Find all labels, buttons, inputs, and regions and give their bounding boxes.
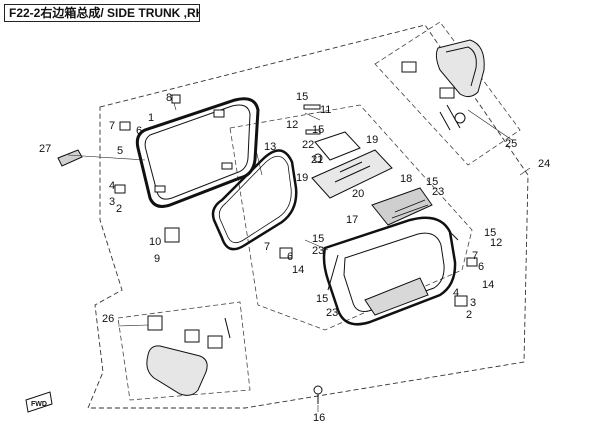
callout-15-f: 15 [316, 293, 328, 305]
assembly-boundary [87, 24, 529, 409]
callout-9: 9 [154, 253, 160, 265]
fwd-arrow-icon: FWD [25, 391, 53, 413]
diagram-title: F22-2右边箱总成/ SIDE TRUNK ,RH [4, 4, 200, 22]
callout-21: 21 [311, 154, 323, 166]
callout-15-d: 15 [312, 233, 324, 245]
callout-14: 14 [292, 264, 304, 276]
callout-5: 5 [117, 145, 123, 157]
callout-15-c: 15 [426, 176, 438, 188]
callout-3-b: 3 [470, 297, 476, 309]
callout-2: 2 [116, 203, 122, 215]
callout-7-b: 7 [264, 241, 270, 253]
callout-19-b: 19 [296, 172, 308, 184]
lock-assembly-box-25 [374, 21, 521, 166]
callout-8: 8 [166, 92, 172, 104]
callout-25: 25 [505, 138, 517, 150]
callout-labels: 1 2 3 4 5 6 7 8 9 10 11 12 13 14 15 16 1… [39, 91, 550, 424]
lock-part-25 [401, 39, 485, 131]
callout-10: 10 [149, 236, 161, 248]
callout-24: 24 [538, 158, 550, 170]
callout-12: 12 [286, 119, 298, 131]
callout-22: 22 [302, 139, 314, 151]
callout-6-c: 6 [478, 261, 484, 273]
callout-1: 1 [148, 112, 154, 124]
callout-4: 4 [109, 180, 115, 192]
callout-23: 23 [432, 186, 444, 198]
callout-13: 13 [264, 141, 276, 153]
trunk-body [322, 187, 459, 326]
callout-6: 6 [136, 125, 142, 137]
lock-part-26 [146, 315, 231, 396]
callout-27: 27 [39, 143, 51, 155]
fwd-label: FWD [31, 401, 47, 408]
leader-lines [67, 102, 531, 412]
callout-15-b: 15 [312, 124, 324, 136]
callout-18: 18 [400, 173, 412, 185]
callout-26: 26 [102, 313, 114, 325]
small-fasteners [114, 94, 478, 404]
callout-15-e: 15 [484, 227, 496, 239]
reflector [57, 149, 83, 167]
callout-15: 15 [296, 91, 308, 103]
inner-bracket [311, 131, 393, 199]
callout-23-c: 23 [326, 307, 338, 319]
trunk-body-region [229, 104, 473, 331]
callout-3: 3 [109, 196, 115, 208]
lid-seal [211, 149, 298, 251]
lock-assembly-box-26 [117, 301, 251, 401]
callout-23-b: 23 [312, 245, 324, 257]
callout-17: 17 [346, 214, 358, 226]
callout-12-b: 12 [490, 237, 502, 249]
callout-16: 16 [313, 412, 325, 424]
callout-14-b: 14 [482, 279, 494, 291]
callout-4-b: 4 [453, 287, 459, 299]
callout-6-b: 6 [287, 251, 293, 263]
callout-7-c: 7 [472, 250, 478, 262]
callout-19: 19 [366, 134, 378, 146]
lid-frame [135, 97, 260, 208]
callout-11: 11 [320, 104, 331, 116]
callout-7: 7 [109, 120, 115, 132]
callout-2-b: 2 [466, 309, 472, 321]
callout-20: 20 [352, 188, 364, 200]
